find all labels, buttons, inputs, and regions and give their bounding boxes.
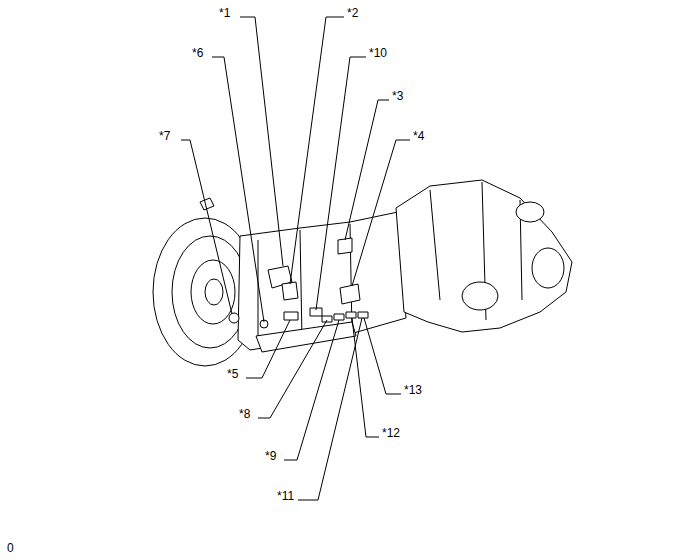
leader-line bbox=[181, 140, 232, 314]
transfer-ribs bbox=[430, 182, 522, 320]
callout-number: *9 bbox=[265, 449, 276, 463]
figure-number: 0 bbox=[7, 541, 14, 555]
callout-number: *12 bbox=[382, 426, 400, 440]
leader-lines bbox=[181, 17, 410, 500]
converter-hub bbox=[191, 260, 235, 324]
oil-pan bbox=[256, 322, 356, 352]
output-flange-rear bbox=[532, 248, 564, 288]
transfer-cover bbox=[462, 282, 498, 310]
callout-number: *8 bbox=[239, 407, 250, 421]
callout-number: *6 bbox=[192, 46, 203, 60]
callout-number: *7 bbox=[159, 129, 170, 143]
part bbox=[358, 312, 368, 318]
callout-number: *4 bbox=[413, 129, 424, 143]
part bbox=[346, 312, 356, 318]
converter-center bbox=[205, 279, 223, 305]
leader-line bbox=[345, 100, 389, 240]
leader-line bbox=[364, 318, 401, 394]
transfer-case bbox=[396, 180, 572, 332]
leader-line bbox=[298, 318, 362, 500]
leader-line bbox=[284, 320, 339, 460]
callout-number: *3 bbox=[392, 89, 403, 103]
leader-line bbox=[240, 17, 283, 266]
output-flange-front bbox=[516, 202, 544, 222]
part bbox=[322, 316, 332, 322]
part bbox=[284, 312, 298, 320]
part bbox=[334, 314, 344, 320]
leader-line bbox=[258, 320, 327, 418]
leader-line bbox=[246, 320, 290, 378]
leader-line bbox=[352, 318, 379, 437]
torque-converter bbox=[172, 236, 248, 348]
callout-number: *11 bbox=[277, 489, 294, 503]
callout-number: *1 bbox=[219, 6, 230, 20]
part bbox=[200, 198, 214, 210]
part bbox=[229, 313, 239, 323]
callout-number: *13 bbox=[404, 383, 422, 397]
leader-line bbox=[290, 17, 344, 284]
leader-line bbox=[212, 57, 264, 322]
callout-number: *2 bbox=[347, 6, 358, 20]
callout-number: *5 bbox=[227, 367, 238, 381]
part bbox=[282, 282, 298, 300]
part bbox=[340, 284, 360, 304]
leader-line bbox=[352, 140, 410, 286]
callout-number: *10 bbox=[369, 46, 387, 60]
part bbox=[338, 238, 352, 254]
